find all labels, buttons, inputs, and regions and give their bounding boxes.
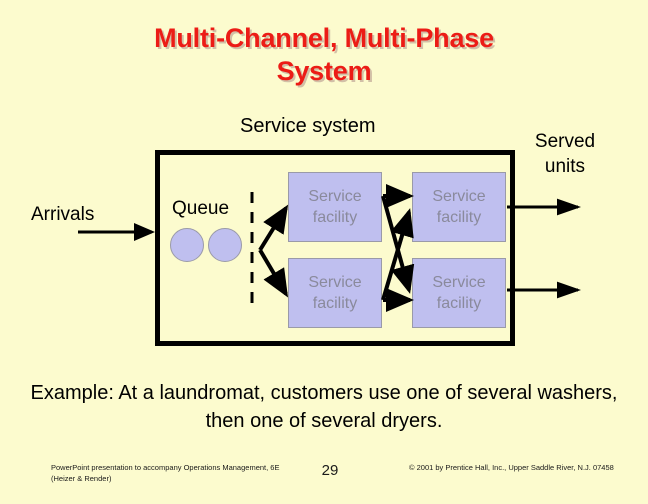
service-facility-label-line1: Service	[308, 274, 362, 291]
footer-page-number: 29	[321, 462, 339, 479]
footer-copyright: © 2001 by Prentice Hall, Inc., Upper Sad…	[409, 463, 614, 472]
service-facility-box-1: Service facility	[288, 172, 382, 242]
queue-label: Queue	[172, 198, 230, 219]
service-facility-label-line2: facility	[436, 209, 482, 226]
service-system-label: Service system	[240, 115, 376, 137]
arrivals-label: Arrivals	[31, 204, 95, 225]
service-facility-label-line2: facility	[312, 295, 358, 312]
footer-attribution: PowerPoint presentation to accompany Ope…	[51, 463, 280, 483]
service-system-box	[155, 150, 515, 346]
service-facility-box-3: Service facility	[288, 258, 382, 328]
service-facility-label-line2: facility	[436, 295, 482, 312]
queue-unit-circle	[208, 228, 242, 262]
service-facility-label-line2: facility	[312, 209, 358, 226]
service-facility-label-line1: Service	[432, 188, 486, 205]
service-facility-box-2: Service facility	[412, 172, 506, 242]
service-facility-label-line1: Service	[432, 274, 486, 291]
example-caption: Example: At a laundromat, customers use …	[30, 382, 618, 432]
queue-unit-circle	[170, 228, 204, 262]
service-facility-box-4: Service facility	[412, 258, 506, 328]
service-facility-label-line1: Service	[308, 188, 362, 205]
